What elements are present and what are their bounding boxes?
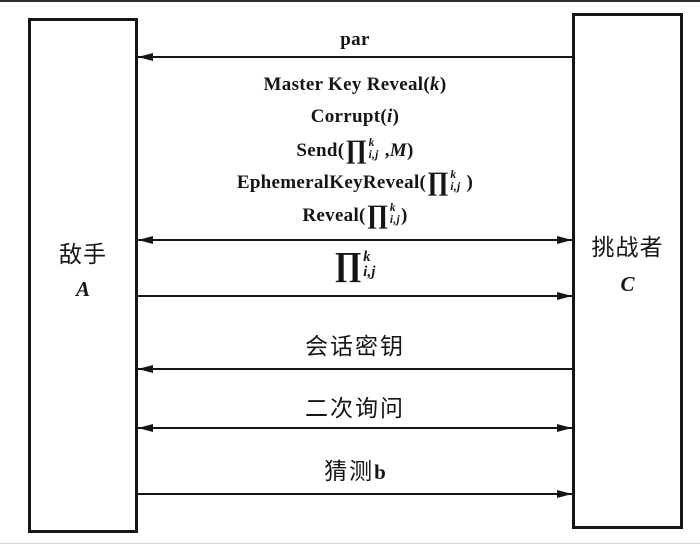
adversary-box xyxy=(28,18,138,533)
challenger-name: 挑战者 xyxy=(591,235,664,260)
label-second-query: 二次询问 xyxy=(305,396,405,421)
challenger-box xyxy=(572,13,683,529)
query-label-corrupt: Corrupt(i) xyxy=(310,106,400,127)
arrowhead-left-icon xyxy=(138,365,153,373)
adversary-name: 敌手 xyxy=(59,242,107,267)
challenger-symbol: C xyxy=(620,272,635,296)
arrowhead-left-icon xyxy=(138,424,153,432)
arrowhead-right-icon xyxy=(557,292,572,300)
label-par: par xyxy=(340,29,370,50)
scan-artifact-top-line xyxy=(0,0,700,2)
arrowhead-right-icon xyxy=(557,490,572,498)
arrowhead-left-icon xyxy=(138,53,153,61)
arrowhead-right-icon xyxy=(557,236,572,244)
arrow-session-oracle xyxy=(138,292,572,300)
query-label-master-key-reveal: Master Key Reveal(k) xyxy=(263,74,447,95)
arrowhead-right-icon xyxy=(557,424,572,432)
label-guess-b: 猜测b xyxy=(324,459,386,484)
arrow-guess-b xyxy=(138,490,572,498)
label-session-key: 会话密钥 xyxy=(305,334,405,359)
scan-artifact-bottom-line xyxy=(0,543,700,544)
arrow-par xyxy=(138,53,572,61)
arrow-session-key xyxy=(138,365,572,373)
arrow-second-query xyxy=(138,424,572,432)
arrowhead-left-icon xyxy=(138,236,153,244)
adversary-symbol: A xyxy=(75,277,90,301)
arrow-oracle-queries xyxy=(138,236,572,244)
